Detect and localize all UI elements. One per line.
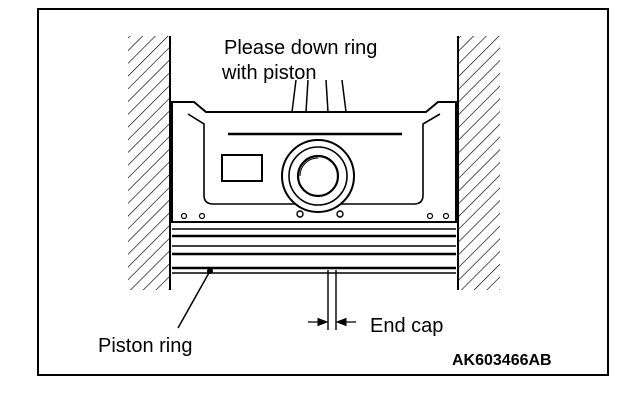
instruction-line-2: with piston [221, 62, 317, 84]
instruction-line-1: Please down ring [224, 37, 377, 59]
piston-ring-leader [177, 268, 213, 329]
cylinder-wall-left [128, 36, 171, 290]
piston-ring [172, 266, 456, 274]
connecting-rod [291, 79, 347, 113]
end-cap-label: End cap [370, 315, 443, 337]
figure-frame [37, 8, 609, 376]
end-gap-marker [308, 270, 356, 330]
piston-window [221, 154, 263, 182]
piston-pin-boss [281, 139, 355, 213]
piston [171, 101, 457, 223]
ring-grooves [172, 221, 456, 256]
cylinder-wall-right [457, 36, 500, 290]
piston-ring-label: Piston ring [98, 335, 193, 357]
figure-code: AK603466AB [452, 352, 552, 369]
